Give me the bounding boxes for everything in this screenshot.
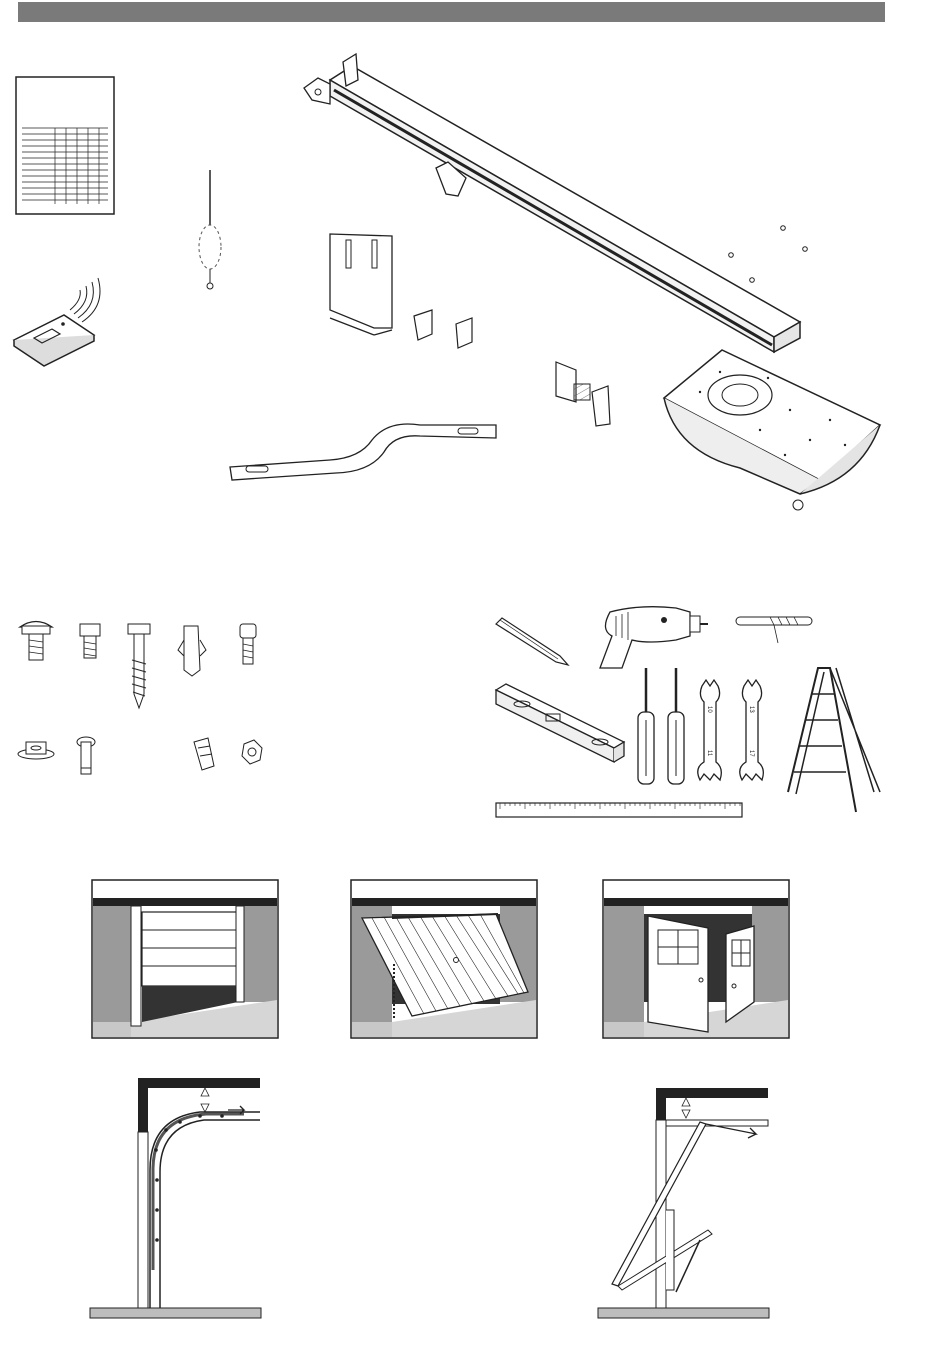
side-hinged-door-icon — [603, 880, 789, 1038]
up-and-over-door-icon — [351, 880, 537, 1038]
up-and-over-door-section-icon — [598, 1088, 769, 1318]
sectional-door-icon — [92, 880, 278, 1038]
sectional-door-section-icon — [90, 1078, 261, 1318]
